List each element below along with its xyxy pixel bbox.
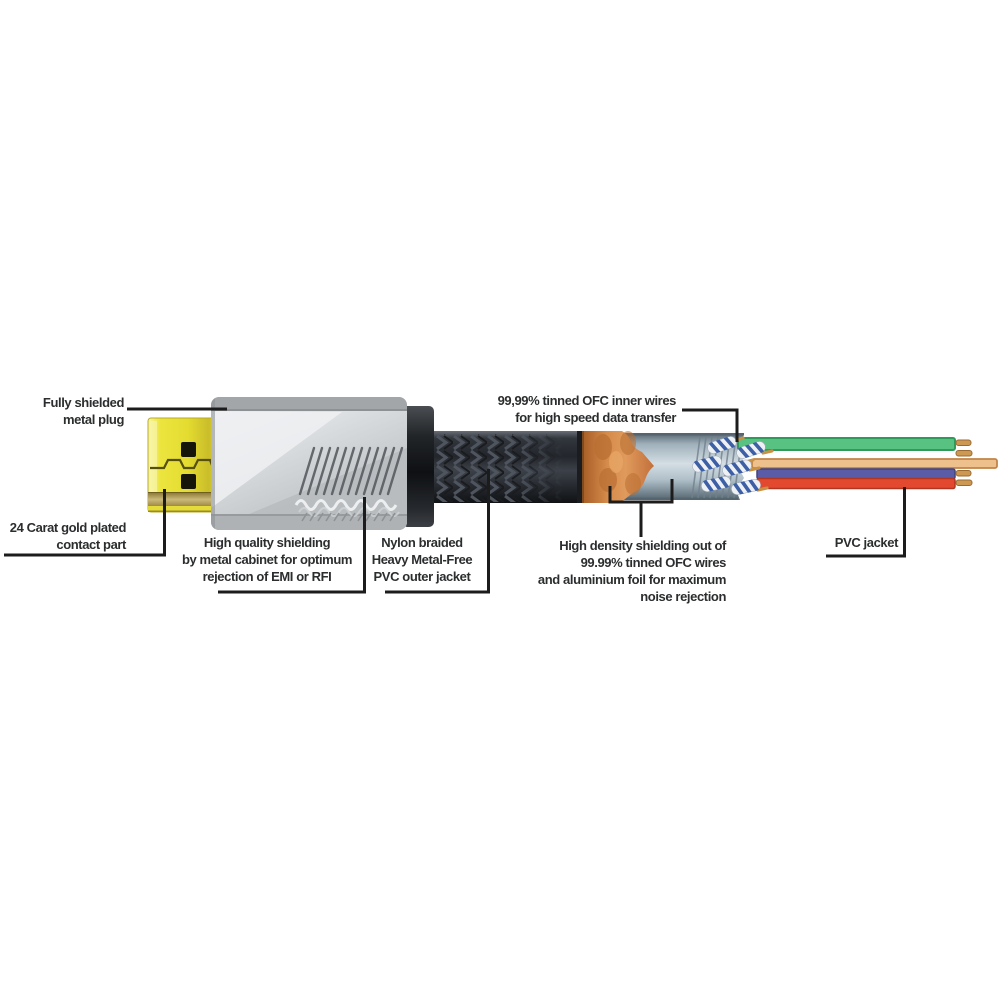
inner-wires-group — [737, 437, 998, 490]
housing-coil-highlight — [294, 499, 398, 511]
twisted-pair — [706, 434, 738, 456]
label-line: PVC jacket — [834, 535, 899, 550]
contact-hole-top — [181, 442, 196, 457]
wire-blue-copper-tip — [955, 470, 972, 477]
leader-density-shielding — [608, 479, 674, 537]
label-line: and aluminium foil for maximum — [537, 572, 726, 587]
label-outer-jacket: Nylon braided Heavy Metal-Free PVC outer… — [358, 534, 486, 585]
metal-plug-housing — [211, 397, 407, 530]
copper-shield — [582, 431, 654, 503]
housing-hatch-marks — [298, 446, 404, 496]
housing-dash-row — [301, 512, 396, 522]
label-housing-shielding: High quality shielding by metal cabinet … — [172, 534, 362, 585]
label-line: PVC outer jacket — [373, 569, 471, 584]
label-pvc-jacket: PVC jacket — [834, 534, 899, 551]
leader-contact-part — [4, 489, 166, 557]
label-line: contact part — [56, 537, 126, 552]
housing-top-band — [211, 397, 407, 410]
label-line: for high speed data transfer — [515, 410, 676, 425]
label-fully-shielded-metal-plug: Fully shielded metal plug — [43, 394, 124, 428]
label-line: Fully shielded — [42, 395, 124, 410]
braid-texture — [436, 434, 562, 502]
label-line: High density shielding out of — [559, 538, 726, 553]
leader-outer-jacket — [385, 469, 490, 594]
leader-housing-shielding — [218, 497, 366, 594]
housing-bottom-band — [211, 516, 407, 530]
leader-inner-wires — [682, 408, 739, 442]
label-line: Nylon braided — [381, 535, 463, 550]
label-line: 99.99% tinned OFC wires — [580, 555, 727, 570]
wire-green — [737, 437, 956, 451]
wire-red — [756, 477, 956, 490]
label-density-shielding: High density shielding out of 99.99% tin… — [538, 537, 726, 605]
wire-red-copper-tip — [955, 479, 973, 486]
hdmi-gold-contact — [147, 417, 215, 513]
label-line: Heavy Metal-Free — [371, 552, 473, 567]
label-line: 99,99% tinned OFC inner wires — [497, 393, 677, 408]
wire-blue — [756, 468, 956, 480]
label-line: High quality shielding — [203, 535, 331, 550]
wire-green-copper-tip — [955, 439, 972, 446]
label-line: metal plug — [62, 412, 124, 427]
label-line: noise rejection — [640, 589, 726, 604]
leader-pvc-jacket — [826, 487, 906, 558]
label-gold-plated-contact: 24 Carat gold plated contact part — [9, 519, 127, 553]
wire-orange — [751, 458, 998, 469]
foil-bottom-edge — [622, 497, 738, 500]
label-inner-wires: 99,99% tinned OFC inner wires for high s… — [497, 392, 677, 426]
gold-plated-band — [148, 493, 214, 506]
contact-hole-bottom — [181, 474, 196, 489]
label-line: rejection of EMI or RFI — [202, 569, 332, 584]
label-line: by metal cabinet for optimum — [181, 552, 353, 567]
label-line: 24 Carat gold plated — [9, 520, 127, 535]
contact-highlight — [150, 421, 157, 509]
wire-copper-tip-2 — [955, 450, 973, 457]
strain-relief-collar — [402, 406, 434, 527]
nylon-braided-jacket — [432, 431, 590, 503]
foil-top-edge — [622, 433, 744, 436]
contact-seam-zigzag — [150, 458, 215, 470]
